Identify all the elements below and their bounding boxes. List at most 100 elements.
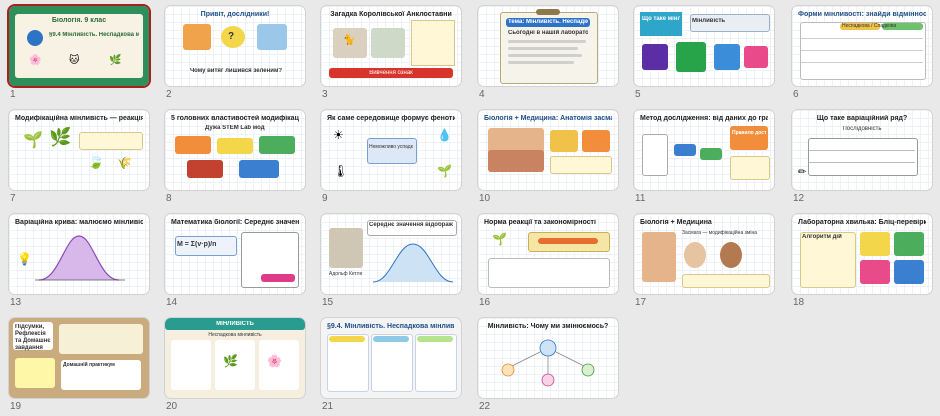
photo-card: [183, 24, 211, 50]
worksheet-column: [371, 334, 413, 392]
card: [239, 160, 279, 178]
plant-icon: 🌿: [49, 127, 72, 147]
bell-curve: [35, 235, 125, 281]
slide-thumbnail[interactable]: Як саме середовище формує фенотип? Немож…: [321, 110, 461, 190]
slide-subtitle: Сьогодні в нашій лабораторії ми:: [508, 30, 588, 36]
leaf-icon: 🌿: [109, 55, 122, 66]
photo-card: [257, 24, 287, 50]
slide-title: МІНЛИВІСТЬ: [216, 321, 254, 327]
slide-number: 13: [10, 297, 22, 308]
slide-title: Норма реакції та закономірності: [484, 219, 596, 226]
slide-subtitle: §9.4 Мінливість. Неспадкова мінливість: [49, 32, 139, 38]
question-badge: [221, 26, 245, 48]
card: [714, 44, 740, 70]
slide-number: 1: [10, 89, 16, 100]
slide-title: Як саме середовище формує фенотип?: [327, 115, 455, 122]
slide-thumbnail[interactable]: Модифікаційна мінливість — реакція на се…: [9, 110, 149, 190]
slide-thumbnail[interactable]: Біологія + Медицина Засмага — модифікаці…: [634, 214, 774, 294]
sticky-note: [550, 156, 612, 174]
slide-thumbnail[interactable]: МІНЛИВІСТЬ Неспадкова мінливість 🌿 🌸: [165, 318, 305, 398]
slide-thumbnail[interactable]: Варіаційна крива: малюємо мінливість 💡: [9, 214, 149, 294]
step-card: [700, 148, 722, 160]
portrait: [329, 228, 363, 268]
notes-list: [488, 258, 610, 288]
slide-thumbnail[interactable]: Форми мінливості: знайди відмінності Нес…: [792, 6, 932, 86]
slide-thumbnail[interactable]: Біологія + Медицина: Анатомія засмаги: [478, 110, 618, 190]
data-sheet: [642, 134, 668, 176]
text-line: [508, 61, 574, 64]
homework-card: [61, 360, 141, 390]
slide-thumbnail[interactable]: Середнє значення відображає постійну при…: [321, 214, 461, 294]
rule-card: [730, 126, 768, 150]
slide-number: 6: [793, 89, 799, 100]
slide-thumbnail[interactable]: Біологія. 9 клас §9.4 Мінливість. Неспад…: [9, 6, 149, 86]
info-panel: [259, 340, 299, 390]
skin-diagram: [642, 232, 676, 282]
comparison-table: [800, 22, 926, 80]
water-icon: 💧: [437, 128, 452, 142]
flower-icon: 🌸: [29, 55, 42, 66]
card: [676, 42, 706, 72]
slide-title: Біологія + Медицина: [640, 219, 712, 226]
slide-title: Середнє значення відображає постійну при…: [369, 222, 453, 228]
slide-number: 21: [322, 401, 334, 412]
mind-map: [501, 339, 595, 387]
slide-thumbnail[interactable]: Норма реакції та закономірності 🌱: [478, 214, 618, 294]
slide-subtitle: Домашній практикум: [63, 362, 115, 368]
section-header: [329, 336, 365, 342]
slide-title: Мінливість: Чому ми змінюємось?: [487, 323, 609, 330]
slide-thumbnail[interactable]: Лабораторна хвилька: Бліц-перевірка Алго…: [792, 214, 932, 294]
icon-badge: [27, 30, 43, 46]
title-bar: [506, 18, 590, 27]
slide-number: 3: [322, 89, 328, 100]
title-card: [13, 322, 53, 350]
slide-subtitle: Неспадкова мінливість: [208, 332, 262, 338]
algorithm-note: [800, 232, 856, 288]
sticky-note: [640, 12, 682, 36]
slide-thumbnail[interactable]: §9.4. Мінливість. Неспадкова мінливість: [321, 318, 461, 398]
slide-title: 5 головних властивостей модифікацій: [171, 115, 299, 122]
plant-icon: 🌿: [223, 354, 238, 368]
photo-card: [371, 28, 405, 58]
definition-box: [690, 14, 770, 32]
card: [259, 136, 295, 154]
slide-title: Привіт, дослідники!: [200, 11, 270, 18]
slide-subtitle: Засмага — модифікаційна зміна: [682, 230, 757, 236]
slide-thumbnail[interactable]: Мінливість: Чому ми змінюємось?: [478, 318, 618, 398]
slide-thumbnail[interactable]: Підсумки, Рефлексія та Домашнє завдання …: [9, 318, 149, 398]
slide-title: Лабораторна хвилька: Бліц-перевірка: [798, 219, 926, 226]
slide-number: 16: [479, 297, 491, 308]
slide-thumbnail[interactable]: 5 головних властивостей модифікацій Дужа…: [165, 110, 305, 190]
title-card: [367, 220, 457, 236]
slide-subtitle: Мінливість: [692, 18, 726, 24]
slide-thumbnail[interactable]: Метод дослідження: від даних до графіка …: [634, 110, 774, 190]
slide-number: 18: [793, 297, 805, 308]
text-line: [508, 47, 578, 50]
table-row: [801, 62, 923, 63]
card: [894, 232, 924, 256]
slide-number: 5: [635, 89, 641, 100]
formula-box: [175, 236, 237, 256]
variation-table: [808, 138, 918, 176]
header-bar: [165, 318, 305, 330]
slide-thumbnail[interactable]: Привіт, дослідники! ? Чому витяг лишився…: [165, 6, 305, 86]
info-panel: [171, 340, 211, 390]
slide-thumbnail[interactable]: Тема: Мінливість. Неспадкова мінливість …: [478, 6, 618, 86]
section-header: [417, 336, 453, 342]
slide-title: Що таке варіаційний ряд?: [816, 115, 908, 122]
text-line: [508, 54, 582, 57]
slide-subtitle: Послідовність: [842, 126, 882, 132]
card: [860, 232, 890, 256]
slide-thumbnail[interactable]: Математика біології: Середнє значення M …: [165, 214, 305, 294]
slide-subtitle: Правило достовірності: [732, 130, 766, 136]
temperature-icon: 🌡: [333, 164, 349, 178]
slide-thumbnail[interactable]: Що таке варіаційний ряд? Послідовність ✏: [792, 110, 932, 190]
question-icon: ?: [228, 31, 235, 42]
slide-subtitle: Вивчення ознак: [369, 70, 413, 76]
slide-number: 12: [793, 193, 805, 204]
slide-title: §9.4. Мінливість. Неспадкова мінливість: [327, 323, 455, 330]
slide-thumbnail[interactable]: Загадка Королівської Анклоставни 🐈 Вивче…: [321, 6, 461, 86]
slide-thumbnail[interactable]: Що таке мінливість? Мінливість: [634, 6, 774, 86]
lightbulb-icon: 💡: [17, 252, 32, 266]
